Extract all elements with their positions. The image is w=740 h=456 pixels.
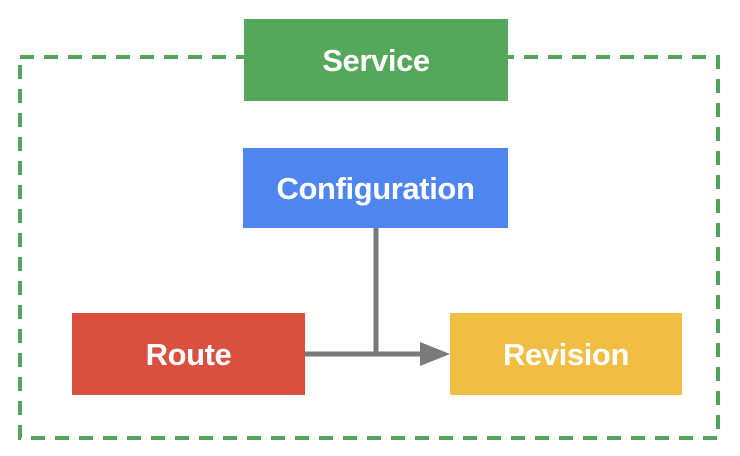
connector-route-to-revision-arrowhead [420,342,450,366]
node-configuration[interactable]: Configuration [243,148,508,228]
node-service-label: Service [322,42,430,78]
node-service[interactable]: Service [244,19,508,101]
node-revision[interactable]: Revision [450,313,682,395]
node-revision-label: Revision [502,336,629,372]
node-configuration-label: Configuration [276,170,475,206]
node-route-label: Route [145,336,232,372]
node-route[interactable]: Route [72,313,305,395]
